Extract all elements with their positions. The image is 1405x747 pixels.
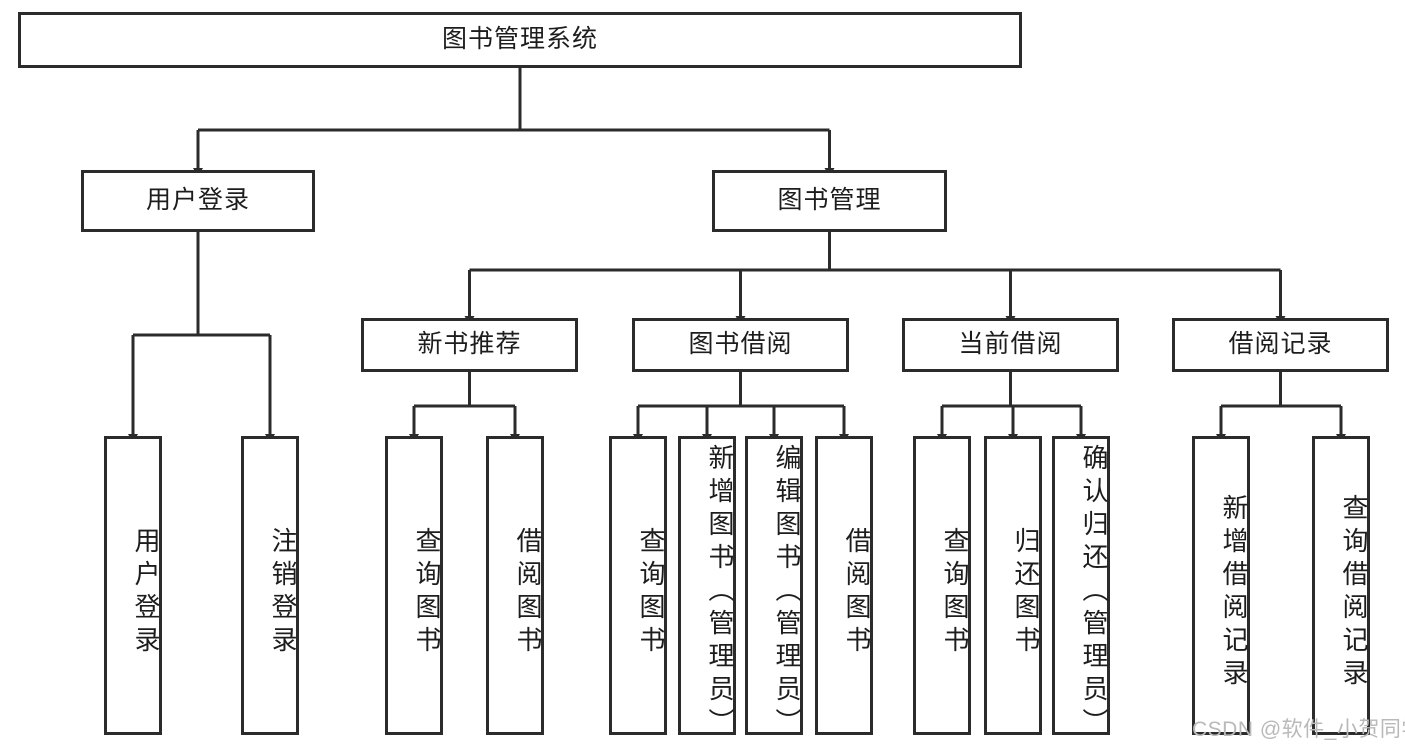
node-leaf-query-book-cur[interactable]: 查询图书 [913, 436, 971, 735]
node-label: 借阅图书 [842, 526, 872, 659]
node-label: 注销登录 [268, 526, 298, 659]
node-label: 查询图书 [940, 526, 970, 659]
node-leaf-return-book[interactable]: 归还图书 [984, 436, 1042, 735]
node-label: 当前借阅 [958, 330, 1063, 359]
node-leaf-confirm-return[interactable]: 确认归还（管理员） [1052, 436, 1110, 741]
node-leaf-add-book[interactable]: 新增图书（管理员） [678, 436, 736, 741]
node-label: 新增借阅记录 [1219, 493, 1249, 692]
node-label: 查询图书 [412, 526, 442, 659]
node-login[interactable]: 用户登录 [81, 170, 315, 232]
node-leaf-user-login[interactable]: 用户登录 [104, 436, 162, 735]
node-bookmgmt[interactable]: 图书管理 [712, 170, 947, 232]
node-leaf-user-logout[interactable]: 注销登录 [241, 436, 299, 735]
node-leaf-edit-book[interactable]: 编辑图书（管理员） [745, 436, 803, 741]
node-label: 查询借阅记录 [1339, 493, 1369, 692]
node-label: 新书推荐 [417, 330, 522, 359]
node-label: 确认归还（管理员） [1079, 444, 1109, 741]
node-leaf-query-book-new[interactable]: 查询图书 [385, 436, 443, 735]
node-label: 借阅记录 [1228, 330, 1333, 359]
node-label: 图书管理系统 [441, 25, 598, 54]
node-borrow[interactable]: 图书借阅 [632, 318, 849, 372]
node-records[interactable]: 借阅记录 [1172, 318, 1389, 372]
node-label: 用户登录 [145, 186, 250, 215]
node-label: 查询图书 [636, 526, 666, 659]
node-leaf-add-record[interactable]: 新增借阅记录 [1192, 436, 1250, 735]
node-label: 借阅图书 [513, 526, 543, 659]
node-label: 新增图书（管理员） [705, 444, 735, 741]
node-label: 图书借阅 [688, 330, 793, 359]
node-label: 归还图书 [1011, 526, 1041, 659]
node-newbooks[interactable]: 新书推荐 [361, 318, 578, 372]
node-leaf-borrow-book-new[interactable]: 借阅图书 [486, 436, 544, 735]
node-leaf-query-record[interactable]: 查询借阅记录 [1312, 436, 1370, 735]
node-label: 用户登录 [131, 526, 161, 659]
node-leaf-borrow-book[interactable]: 借阅图书 [815, 436, 873, 735]
node-root[interactable]: 图书管理系统 [18, 12, 1022, 68]
node-label: 编辑图书（管理员） [772, 444, 802, 741]
node-label: 图书管理 [777, 186, 882, 215]
node-current[interactable]: 当前借阅 [902, 318, 1119, 372]
node-leaf-query-book[interactable]: 查询图书 [609, 436, 667, 735]
